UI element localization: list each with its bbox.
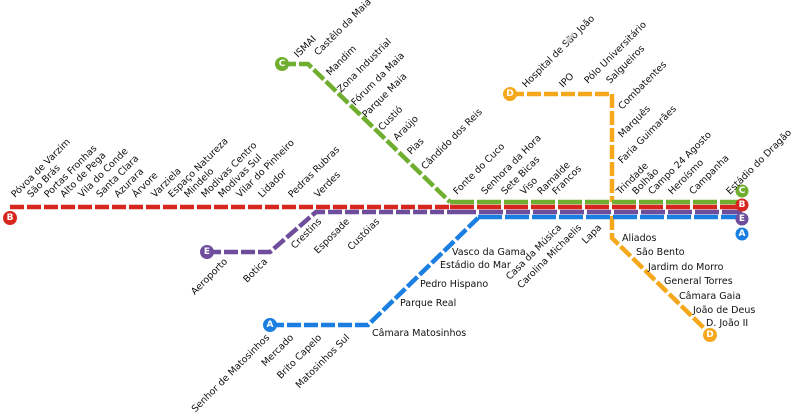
- station-senhor-de-matosinhos[interactable]: Senhor de Matosinhos: [190, 332, 272, 414]
- svg-text:C: C: [739, 186, 746, 196]
- line-b-badge-east[interactable]: B: [735, 198, 749, 212]
- svg-text:B: B: [739, 200, 746, 210]
- line-e-badge-east[interactable]: E: [735, 212, 749, 226]
- station-lapa[interactable]: Lapa: [580, 222, 604, 246]
- svg-text:D: D: [706, 330, 713, 340]
- line-a-branch-track: [270, 216, 480, 328]
- station-vasco-da-gama[interactable]: Vasco da Gama: [452, 247, 526, 258]
- line-d-badge-south[interactable]: D: [703, 328, 717, 342]
- line-d-south-track: [609, 216, 712, 336]
- station-general-torres[interactable]: General Torres: [664, 276, 733, 287]
- station-camara-gaia[interactable]: Câmara Gaia: [679, 291, 741, 302]
- line-e-badge-aeroporto[interactable]: E: [200, 245, 214, 259]
- svg-text:D: D: [506, 89, 513, 99]
- line-c-branch-track: [282, 61, 452, 204]
- station-aeroporto[interactable]: Aeroporto: [189, 256, 230, 297]
- station-botica[interactable]: Botica: [241, 256, 270, 285]
- station-pedro-hispano[interactable]: Pedro Hispano: [420, 279, 488, 290]
- station-camara-matosinhos[interactable]: Câmara Matosinhos: [372, 328, 466, 339]
- station-castelo-da-maia[interactable]: Castêlo da Maia: [312, 0, 373, 58]
- station-aliados[interactable]: Aliados: [622, 233, 656, 244]
- line-a-badge-matosinhos[interactable]: A: [263, 318, 277, 332]
- svg-text:E: E: [739, 214, 745, 224]
- line-d-north-track: [510, 91, 615, 202]
- station-pias[interactable]: Pias: [405, 136, 426, 157]
- station-ipo[interactable]: IPO: [557, 71, 576, 90]
- station-sao-bento[interactable]: São Bento: [636, 247, 685, 258]
- line-a-badge-east[interactable]: A: [735, 227, 749, 241]
- station-d-joao-ii[interactable]: D. João II: [706, 318, 748, 329]
- station-parque-real[interactable]: Parque Real: [400, 298, 456, 309]
- station-custoias[interactable]: Custóias: [346, 216, 382, 252]
- svg-text:E: E: [204, 247, 210, 257]
- station-candido-dos-reis[interactable]: Cândido dos Reis: [419, 107, 484, 172]
- line-b-badge-west[interactable]: B: [3, 211, 17, 225]
- svg-text:C: C: [279, 59, 286, 69]
- line-c-badge-ismai[interactable]: C: [275, 57, 289, 71]
- station-jardim-do-morro[interactable]: Jardim do Morro: [647, 262, 724, 273]
- station-estadio-do-mar[interactable]: Estádio do Mar: [440, 260, 511, 271]
- line-c-badge-east[interactable]: C: [735, 184, 749, 198]
- svg-text:A: A: [739, 229, 746, 239]
- station-joao-de-deus[interactable]: João de Deus: [692, 305, 755, 316]
- pencil-icon: [566, 32, 574, 44]
- line-e-branch-track: [207, 209, 452, 255]
- line-d-badge-north[interactable]: D: [503, 87, 517, 101]
- station-estadio-do-dragao[interactable]: Estádio do Dragão: [724, 127, 794, 197]
- svg-text:B: B: [7, 213, 14, 223]
- svg-text:A: A: [267, 320, 274, 330]
